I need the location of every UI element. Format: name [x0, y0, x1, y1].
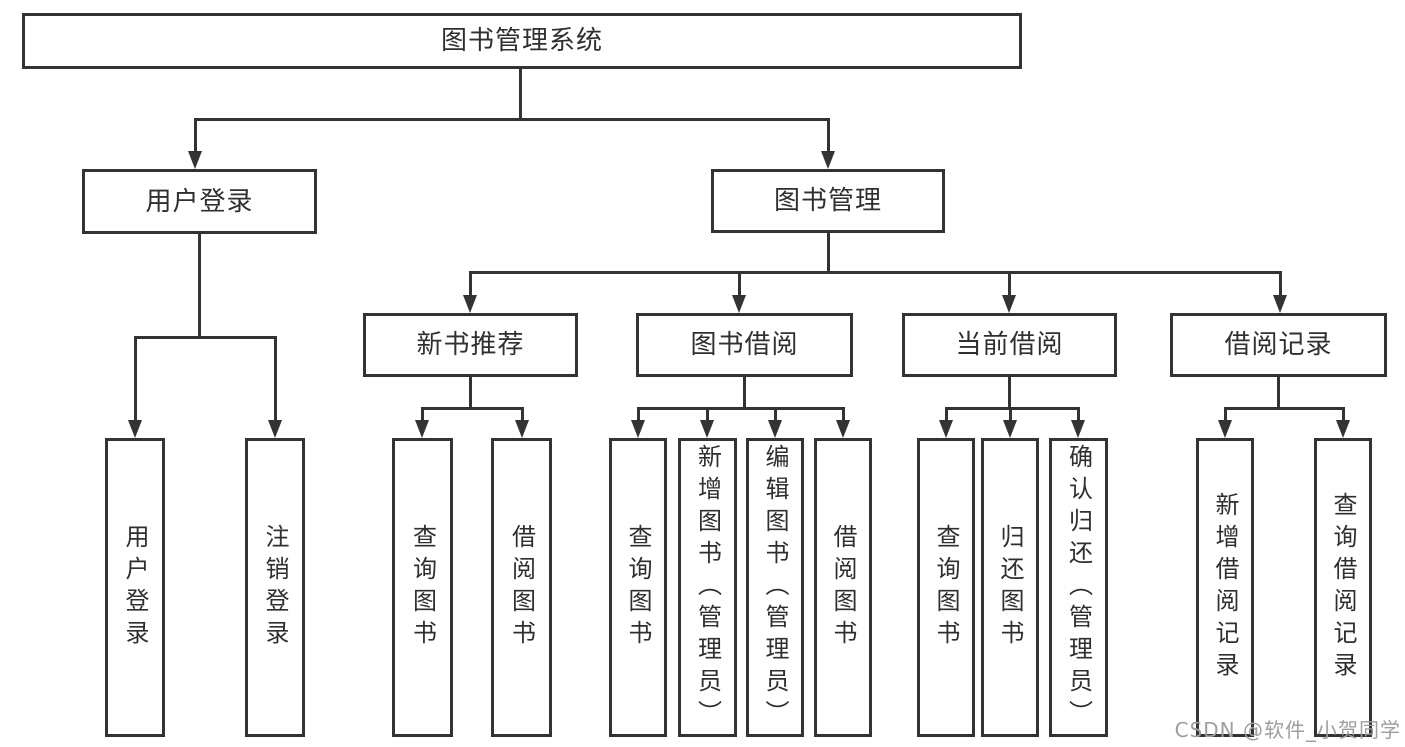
connector-to-leaf-user-login — [134, 336, 137, 422]
leaf-cb-query-books-label: 查询图书 — [932, 523, 960, 652]
arrow-to-cb-confirm — [1071, 420, 1085, 438]
arrow-to-bb-add — [700, 420, 714, 438]
connector-to-book-borrowing — [738, 271, 741, 298]
leaf-bb-borrow-books: 借阅图书 — [814, 438, 872, 737]
leaf-bb-query-books-label: 查询图书 — [624, 523, 652, 652]
connector-br-trunk — [1277, 377, 1280, 410]
leaf-bb-edit-books-admin: 编辑图书（管理员） — [746, 438, 804, 737]
arrow-to-cb-return — [1003, 420, 1017, 438]
csdn-watermark: CSDN @软件_小贺同学 — [1174, 718, 1401, 742]
connector-user-login-bar — [134, 336, 277, 339]
connector-to-nb-borrow — [521, 407, 524, 423]
connector-nb-bar — [421, 407, 524, 410]
leaf-br-add-record-label: 新增借阅记录 — [1211, 491, 1239, 684]
leaf-br-query-record-label: 查询借阅记录 — [1329, 491, 1357, 684]
connector-to-nb-query — [421, 407, 424, 423]
arrow-to-nb-query — [415, 420, 429, 438]
connector-to-cb-query — [945, 407, 948, 423]
connector-to-br-add — [1224, 407, 1227, 423]
node-new-book-recommend: 新书推荐 — [363, 313, 578, 377]
node-book-management-label: 图书管理 — [773, 186, 882, 216]
arrow-to-current-borrowing — [1002, 295, 1016, 313]
connector-to-bb-edit — [774, 407, 777, 423]
connector-root-trunk — [519, 69, 522, 121]
arrow-to-leaf-logout — [268, 420, 282, 438]
arrow-to-bb-query — [631, 420, 645, 438]
node-borrowing-records-label: 借阅记录 — [1224, 330, 1333, 360]
connector-book-management-trunk — [827, 233, 830, 274]
leaf-user-login-label: 用户登录 — [121, 523, 149, 652]
node-current-borrowing-label: 当前借阅 — [955, 330, 1064, 360]
node-user-login: 用户登录 — [82, 169, 317, 234]
node-root-label: 图书管理系统 — [440, 26, 603, 56]
node-current-borrowing: 当前借阅 — [902, 313, 1117, 377]
leaf-bb-query-books: 查询图书 — [609, 438, 667, 737]
arrow-to-bb-borrow — [836, 420, 850, 438]
connector-user-login-trunk — [198, 234, 201, 339]
node-new-book-recommend-label: 新书推荐 — [416, 330, 525, 360]
connector-to-bb-add — [706, 407, 709, 423]
connector-to-current-borrowing — [1008, 271, 1011, 298]
arrow-to-cb-query — [939, 420, 953, 438]
connector-to-cb-return — [1009, 407, 1012, 423]
node-user-login-label: 用户登录 — [145, 186, 254, 217]
arrow-to-borrowing-records — [1273, 295, 1287, 313]
leaf-bb-add-books-admin-label: 新增图书（管理员） — [693, 443, 722, 732]
arrow-to-bb-edit — [768, 420, 782, 438]
leaf-nb-borrow-books-label: 借阅图书 — [507, 523, 536, 652]
connector-cb-bar — [945, 407, 1080, 410]
connector-to-new-book-recommend — [469, 271, 472, 298]
connector-to-bb-query — [637, 407, 640, 423]
connector-to-bb-borrow — [842, 407, 845, 423]
connector-to-leaf-logout — [274, 336, 277, 422]
arrow-to-user-login — [188, 151, 202, 169]
arrow-to-br-query — [1336, 420, 1350, 438]
node-borrowing-records: 借阅记录 — [1170, 313, 1387, 377]
leaf-cb-return-books: 归还图书 — [981, 438, 1039, 737]
node-book-borrowing-label: 图书借阅 — [690, 330, 799, 360]
connector-to-cb-confirm — [1077, 407, 1080, 423]
connector-level3-bar — [469, 271, 1282, 274]
leaf-bb-edit-books-admin-label: 编辑图书（管理员） — [761, 443, 789, 732]
arrow-to-new-book-recommend — [463, 295, 477, 313]
connector-bb-bar — [637, 407, 845, 410]
connector-br-bar — [1224, 407, 1345, 410]
connector-to-book-management — [827, 118, 830, 152]
arrow-to-leaf-user-login — [128, 420, 142, 438]
leaf-br-query-record: 查询借阅记录 — [1314, 438, 1372, 737]
leaf-br-add-record: 新增借阅记录 — [1196, 438, 1254, 737]
leaf-nb-query-books-label: 查询图书 — [408, 523, 437, 652]
leaf-cb-return-books-label: 归还图书 — [996, 523, 1024, 652]
leaf-cb-confirm-return-admin: 确认归还（管理员） — [1049, 438, 1108, 737]
connector-to-borrowing-records — [1279, 271, 1282, 298]
node-book-borrowing: 图书借阅 — [636, 313, 853, 377]
connector-cb-trunk — [1008, 377, 1011, 410]
node-root: 图书管理系统 — [22, 13, 1022, 69]
connector-to-user-login — [194, 118, 197, 152]
leaf-cb-confirm-return-admin-label: 确认归还（管理员） — [1064, 443, 1093, 732]
node-book-management: 图书管理 — [711, 169, 945, 233]
arrow-to-book-management — [821, 151, 835, 169]
leaf-logout-label: 注销登录 — [261, 523, 289, 652]
connector-bb-trunk — [743, 377, 746, 410]
arrow-to-book-borrowing — [732, 295, 746, 313]
arrow-to-nb-borrow — [515, 420, 529, 438]
arrow-to-br-add — [1218, 420, 1232, 438]
leaf-nb-borrow-books: 借阅图书 — [491, 438, 552, 737]
leaf-bb-borrow-books-label: 借阅图书 — [829, 523, 857, 652]
connector-level2-bar — [194, 118, 830, 121]
leaf-cb-query-books: 查询图书 — [917, 438, 975, 737]
connector-to-br-query — [1342, 407, 1345, 423]
leaf-nb-query-books: 查询图书 — [392, 438, 453, 737]
leaf-bb-add-books-admin: 新增图书（管理员） — [678, 438, 737, 737]
connector-nb-trunk — [469, 377, 472, 410]
leaf-user-login: 用户登录 — [105, 438, 165, 737]
leaf-logout: 注销登录 — [245, 438, 305, 737]
